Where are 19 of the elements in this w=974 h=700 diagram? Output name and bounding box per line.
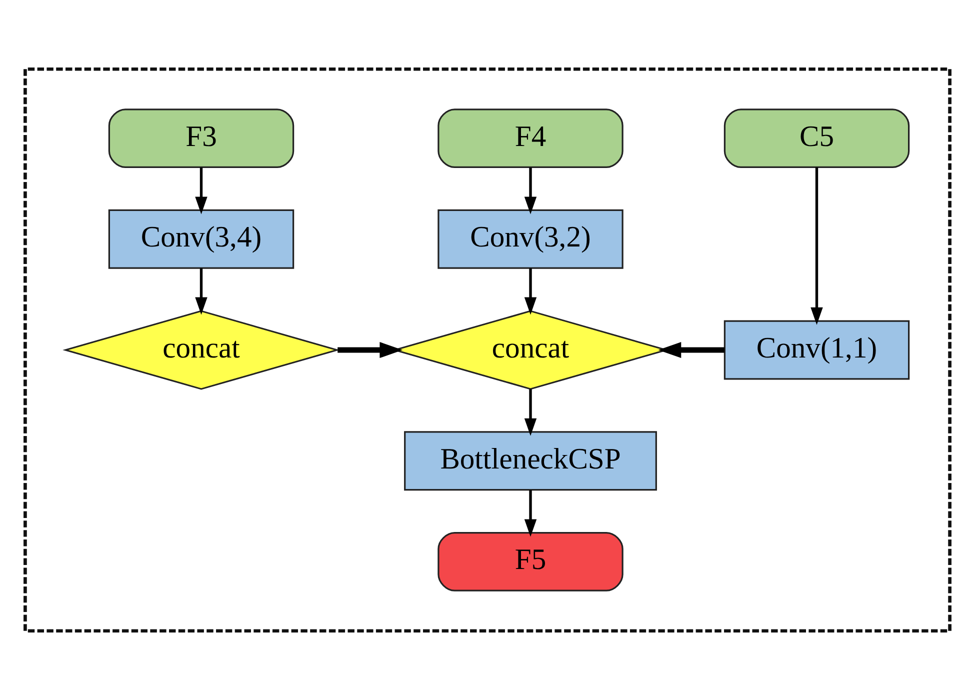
arrow [524, 268, 536, 315]
arrow [524, 490, 536, 537]
node-box: C5 [723, 108, 910, 168]
node-box: Conv(3,2) [437, 209, 623, 269]
node-box: F5 [437, 532, 623, 592]
node-box: F4 [437, 108, 623, 168]
node-box: F3 [108, 108, 294, 168]
arrow [810, 167, 822, 325]
arrow [337, 342, 402, 358]
cluster [23, 67, 951, 633]
arrow [658, 342, 724, 358]
node-box: BottleneckCSP [404, 431, 656, 491]
node-diamond: concat [62, 310, 340, 390]
arrow [194, 168, 207, 214]
node-box: Conv(1,1) [723, 320, 910, 380]
arrow [524, 168, 536, 214]
node-box: Conv(3,4) [108, 209, 294, 269]
arrow [194, 268, 207, 315]
arrow [524, 389, 536, 436]
